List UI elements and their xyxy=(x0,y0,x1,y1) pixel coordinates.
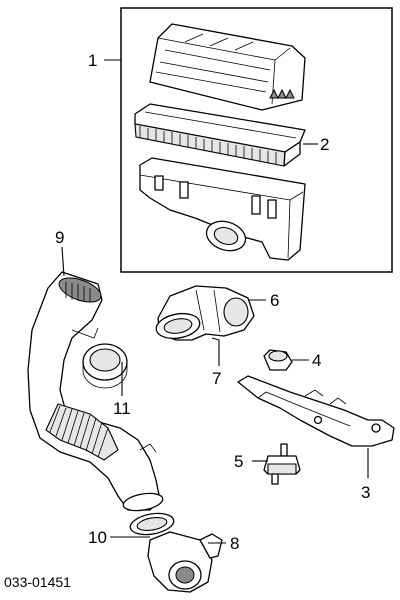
callout-3: 3 xyxy=(361,483,370,502)
callout-10: 10 xyxy=(88,528,107,547)
leader-lines xyxy=(61,59,369,544)
callout-6: 6 xyxy=(270,291,279,310)
callout-8: 8 xyxy=(230,534,239,553)
mount-bracket xyxy=(237,375,395,447)
mount-grommet xyxy=(263,349,293,371)
callout-11: 11 xyxy=(113,399,131,418)
mount-insulator xyxy=(263,443,301,485)
air-cleaner-cover xyxy=(149,23,306,111)
air-filter-element xyxy=(134,103,306,167)
callout-5: 5 xyxy=(234,452,243,471)
air-cleaner-housing-lower xyxy=(139,157,306,261)
callout-4: 4 xyxy=(312,351,321,370)
callout-1: 1 xyxy=(88,51,97,70)
callout-9: 9 xyxy=(55,228,64,247)
assembly-box xyxy=(120,7,393,273)
callout-7: 7 xyxy=(212,369,221,388)
grommet xyxy=(82,343,128,389)
intake-duct xyxy=(27,271,164,512)
callout-2: 2 xyxy=(320,135,329,154)
resonator-hose xyxy=(155,285,255,341)
diagram-code: 033-01451 xyxy=(4,574,71,590)
air-flow-sensor xyxy=(129,512,223,593)
